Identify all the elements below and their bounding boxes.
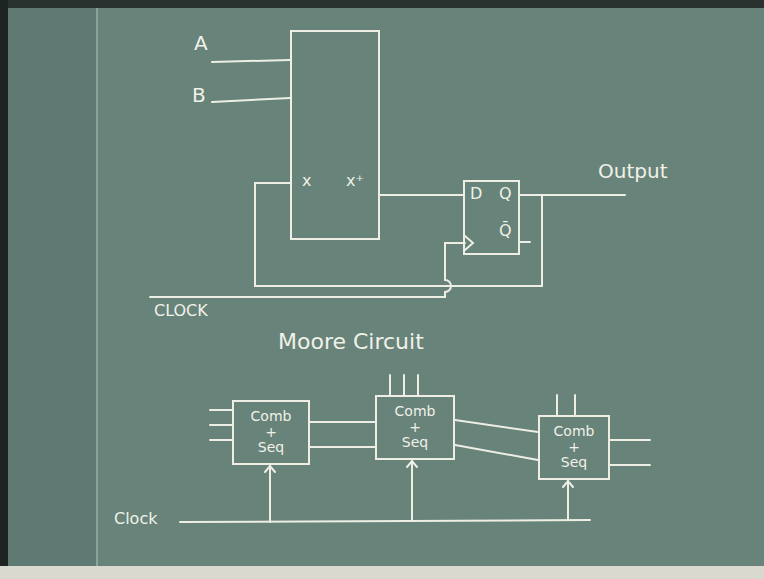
signal-label: Output	[598, 160, 667, 182]
wire	[455, 420, 538, 432]
pin-label: x	[302, 172, 311, 190]
comb-seq-box: Comb + Seq	[538, 415, 610, 480]
pin-label: Q	[499, 185, 512, 203]
wire	[255, 183, 542, 286]
signal-label: CLOCK	[154, 302, 208, 320]
comb-seq-box: Comb + Seq	[232, 400, 310, 465]
wire	[380, 194, 463, 196]
pin-label: x⁺	[346, 172, 364, 190]
wire	[310, 421, 375, 423]
section-heading: Moore Circuit	[278, 330, 424, 354]
box-label: Comb + Seq	[251, 409, 292, 455]
wire	[455, 445, 538, 460]
signal-label: Clock	[114, 510, 157, 528]
signal-label: B	[192, 84, 206, 106]
box-label: Comb + Seq	[554, 424, 595, 470]
comb-seq-box: Comb + Seq	[375, 395, 455, 460]
pin-label: D	[470, 185, 482, 203]
box-label: Comb + Seq	[395, 404, 436, 450]
wire	[310, 446, 375, 448]
signal-label: A	[194, 32, 208, 54]
pin-label: Q̄	[499, 222, 512, 240]
combinational-block: x x⁺	[290, 30, 380, 240]
d-flip-flop: DQ Q̄	[463, 180, 520, 255]
